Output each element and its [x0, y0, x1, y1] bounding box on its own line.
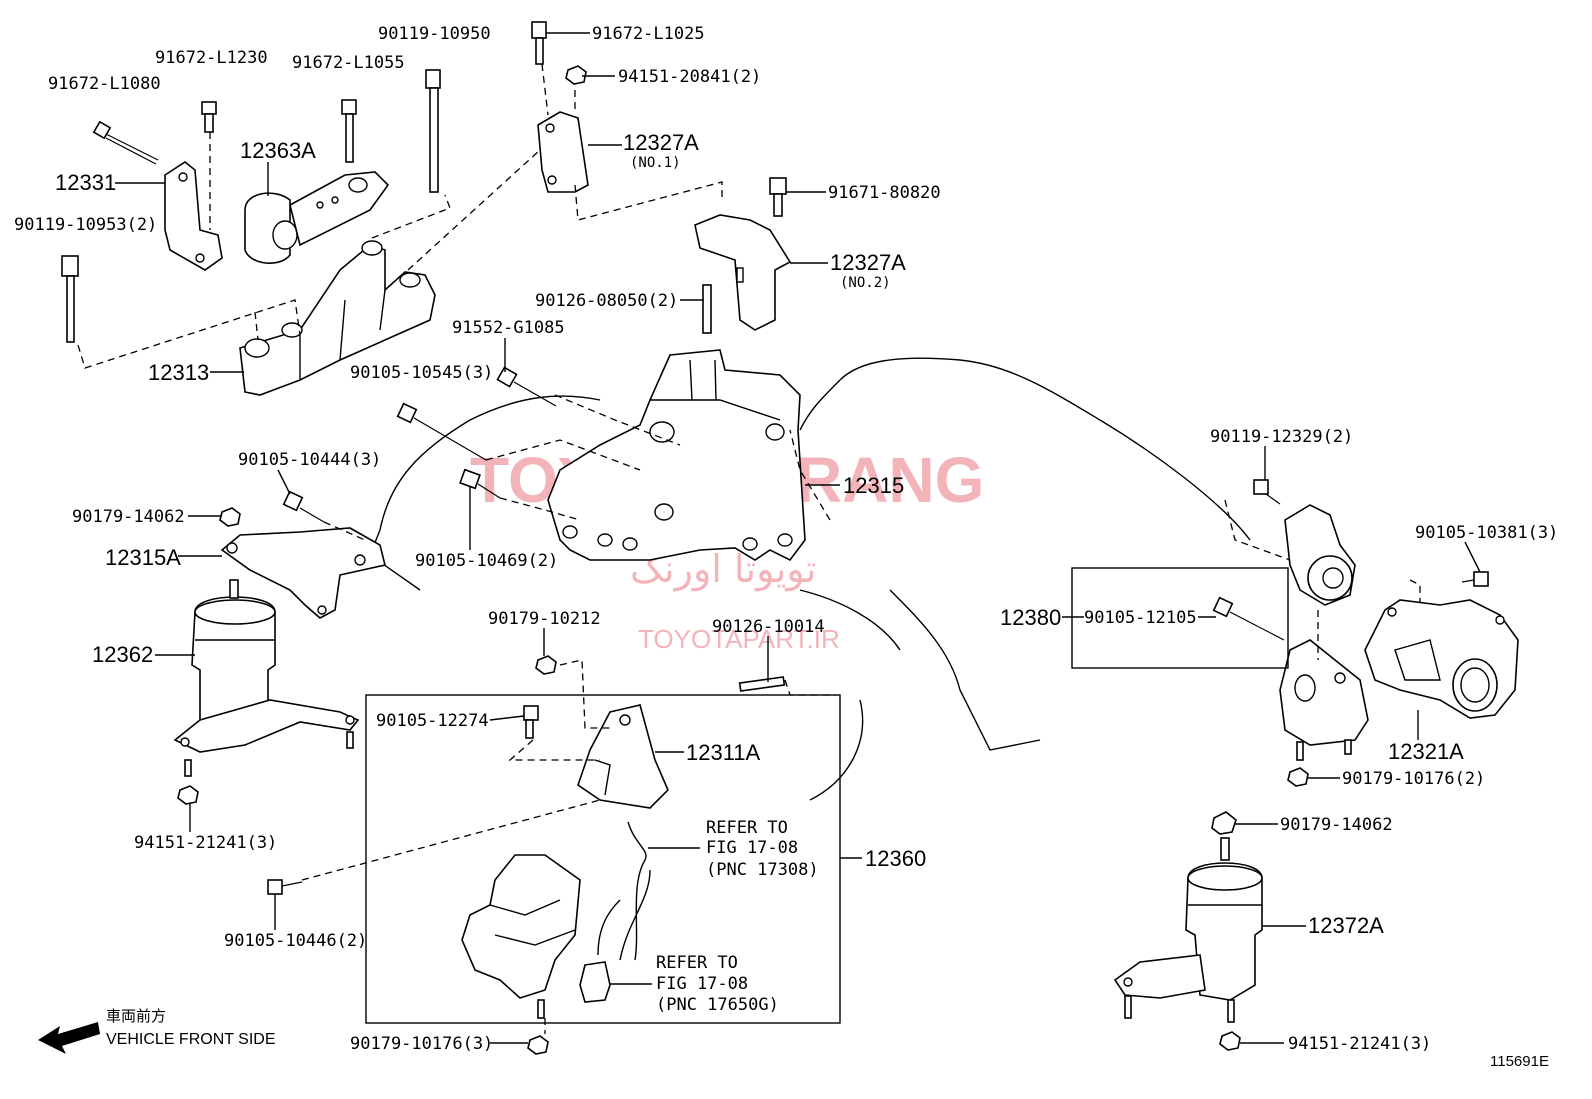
nut-94151-21241-b: [1219, 1031, 1241, 1051]
label-91672-L1055: 91672-L1055: [292, 53, 405, 73]
stud-90126-10014: [738, 676, 786, 692]
label-90119-10953: 90119-10953(2): [14, 215, 157, 235]
label-90119-12329: 90119-12329(2): [1210, 427, 1353, 447]
label-12315A: 12315A: [105, 545, 181, 570]
label-12327A-no1-sub: (NO.1): [630, 155, 681, 171]
label-94151-20841: 94151-20841(2): [618, 67, 761, 87]
label-94151-21241-a: 94151-21241(3): [134, 833, 277, 853]
box-12360: [365, 694, 841, 1024]
label-12363A: 12363A: [240, 138, 316, 163]
label-12372A: 12372A: [1308, 913, 1384, 938]
bracket-12315: [547, 349, 806, 562]
nut-90179-14062-b: [1211, 811, 1237, 835]
front-side-en: VEHICLE FRONT SIDE: [106, 1031, 276, 1048]
bolt-90119-10953: [61, 255, 79, 343]
bolt-91672-L1230: [201, 101, 217, 133]
engine-outline: [369, 357, 1251, 801]
refer-2-line-3: (PNC 17650G): [656, 995, 779, 1015]
bolt-91672-L1080: [92, 120, 159, 165]
bracket-12331: [164, 161, 223, 271]
bracket-12327A-no1: [537, 111, 589, 193]
label-12313: 12313: [148, 360, 209, 385]
stud-90126-08050: [702, 284, 712, 334]
bolt-90105-10381: [1461, 571, 1489, 587]
bracket-12313: [239, 240, 436, 396]
label-90105-12274: 90105-12274: [376, 711, 489, 731]
bolt-90105-10545: [396, 402, 487, 461]
label-90105-10545: 90105-10545(3): [350, 363, 493, 383]
bolt-90105-12105: [1212, 596, 1285, 641]
front-side-jp: 車両前方: [106, 1007, 166, 1025]
label-91672-L1080: 91672-L1080: [48, 74, 161, 94]
bolt-91672-L1055: [341, 99, 357, 163]
refer-1-line-2: FIG 17-08: [706, 838, 798, 858]
nut-90179-10176-3: [527, 1035, 549, 1055]
label-12380: 12380: [1000, 605, 1061, 630]
label-91671-80820: 91671-80820: [828, 183, 941, 203]
label-90119-10950: 90119-10950: [378, 24, 491, 44]
box-12380: [1071, 567, 1289, 669]
nut-90179-10176-2: [1287, 767, 1309, 787]
refer-1-line-1: REFER TO: [706, 818, 788, 838]
bolt-90105-12274: [523, 705, 539, 739]
bolt-90119-12329: [1253, 479, 1281, 505]
nut-90179-10212: [535, 655, 557, 675]
bolt-90105-10444: [282, 490, 325, 523]
bolt-90105-10446: [267, 879, 303, 895]
label-90126-10014: 90126-10014: [712, 617, 825, 637]
label-94151-21241-b: 94151-21241(3): [1288, 1034, 1431, 1054]
label-90105-10381: 90105-10381(3): [1415, 523, 1558, 543]
label-12315: 12315: [843, 473, 904, 498]
refer-1-line-3: (PNC 17308): [706, 860, 819, 880]
bolt-91672-L1025: [531, 21, 547, 65]
watermark-url: TOYOTAPART.IR: [638, 624, 840, 654]
mount-12372A: [1113, 837, 1263, 1023]
label-12321A: 12321A: [1388, 739, 1464, 764]
label-91552-G1085: 91552-G1085: [452, 318, 565, 338]
label-12360: 12360: [865, 846, 926, 871]
label-12362: 12362: [92, 642, 153, 667]
mount-12362: [173, 579, 360, 777]
label-90179-10176-2: 90179-10176(2): [1342, 769, 1485, 789]
label-90179-14062-b: 90179-14062: [1280, 815, 1393, 835]
label-12327A-no2: 12327A: [830, 250, 906, 275]
nut-94151-20841: [565, 65, 587, 85]
bracket-12315A: [220, 527, 386, 619]
bracket-12380: [1279, 504, 1369, 761]
bracket-12321A: [1364, 599, 1519, 719]
label-90105-10444: 90105-10444(3): [238, 450, 381, 470]
refer-2-line-2: FIG 17-08: [656, 974, 748, 994]
label-12311A: 12311A: [686, 740, 761, 765]
label-90105-10446: 90105-10446(2): [224, 931, 367, 951]
bracket-12327A-no2: [694, 214, 792, 331]
mount-12311A: [577, 704, 669, 809]
nut-94151-21241-a: [177, 785, 199, 805]
mount-12360-assembly: [461, 821, 651, 1019]
label-90105-12105: 90105-12105: [1084, 608, 1197, 628]
bolt-90119-10950: [425, 69, 441, 193]
label-90179-10212: 90179-10212: [488, 609, 601, 629]
bolt-90105-10469: [459, 468, 501, 499]
label-90105-10469: 90105-10469(2): [415, 551, 558, 571]
label-12331: 12331: [55, 170, 116, 195]
figure-id: 115691E: [1490, 1053, 1549, 1070]
mount-12363A: [244, 171, 390, 264]
label-90126-08050: 90126-08050(2): [535, 291, 678, 311]
label-91672-L1025: 91672-L1025: [592, 24, 705, 44]
assembly-dashed-lines: [77, 63, 1421, 1034]
vehicle-front-arrow-icon: [38, 1022, 100, 1054]
label-90179-10176-3: 90179-10176(3): [350, 1034, 493, 1054]
label-90179-14062-a: 90179-14062: [72, 507, 185, 527]
label-12327A-no1: 12327A: [623, 130, 699, 155]
bolt-91552-G1085: [496, 366, 557, 407]
label-12327A-no2-sub: (NO.2): [840, 275, 891, 291]
refer-2-line-1: REFER TO: [656, 953, 738, 973]
leader-lines: [115, 32, 1481, 1044]
bolt-91671-80820: [769, 177, 787, 217]
label-91672-L1230: 91672-L1230: [155, 48, 268, 68]
nut-90179-14062-a: [219, 507, 241, 527]
